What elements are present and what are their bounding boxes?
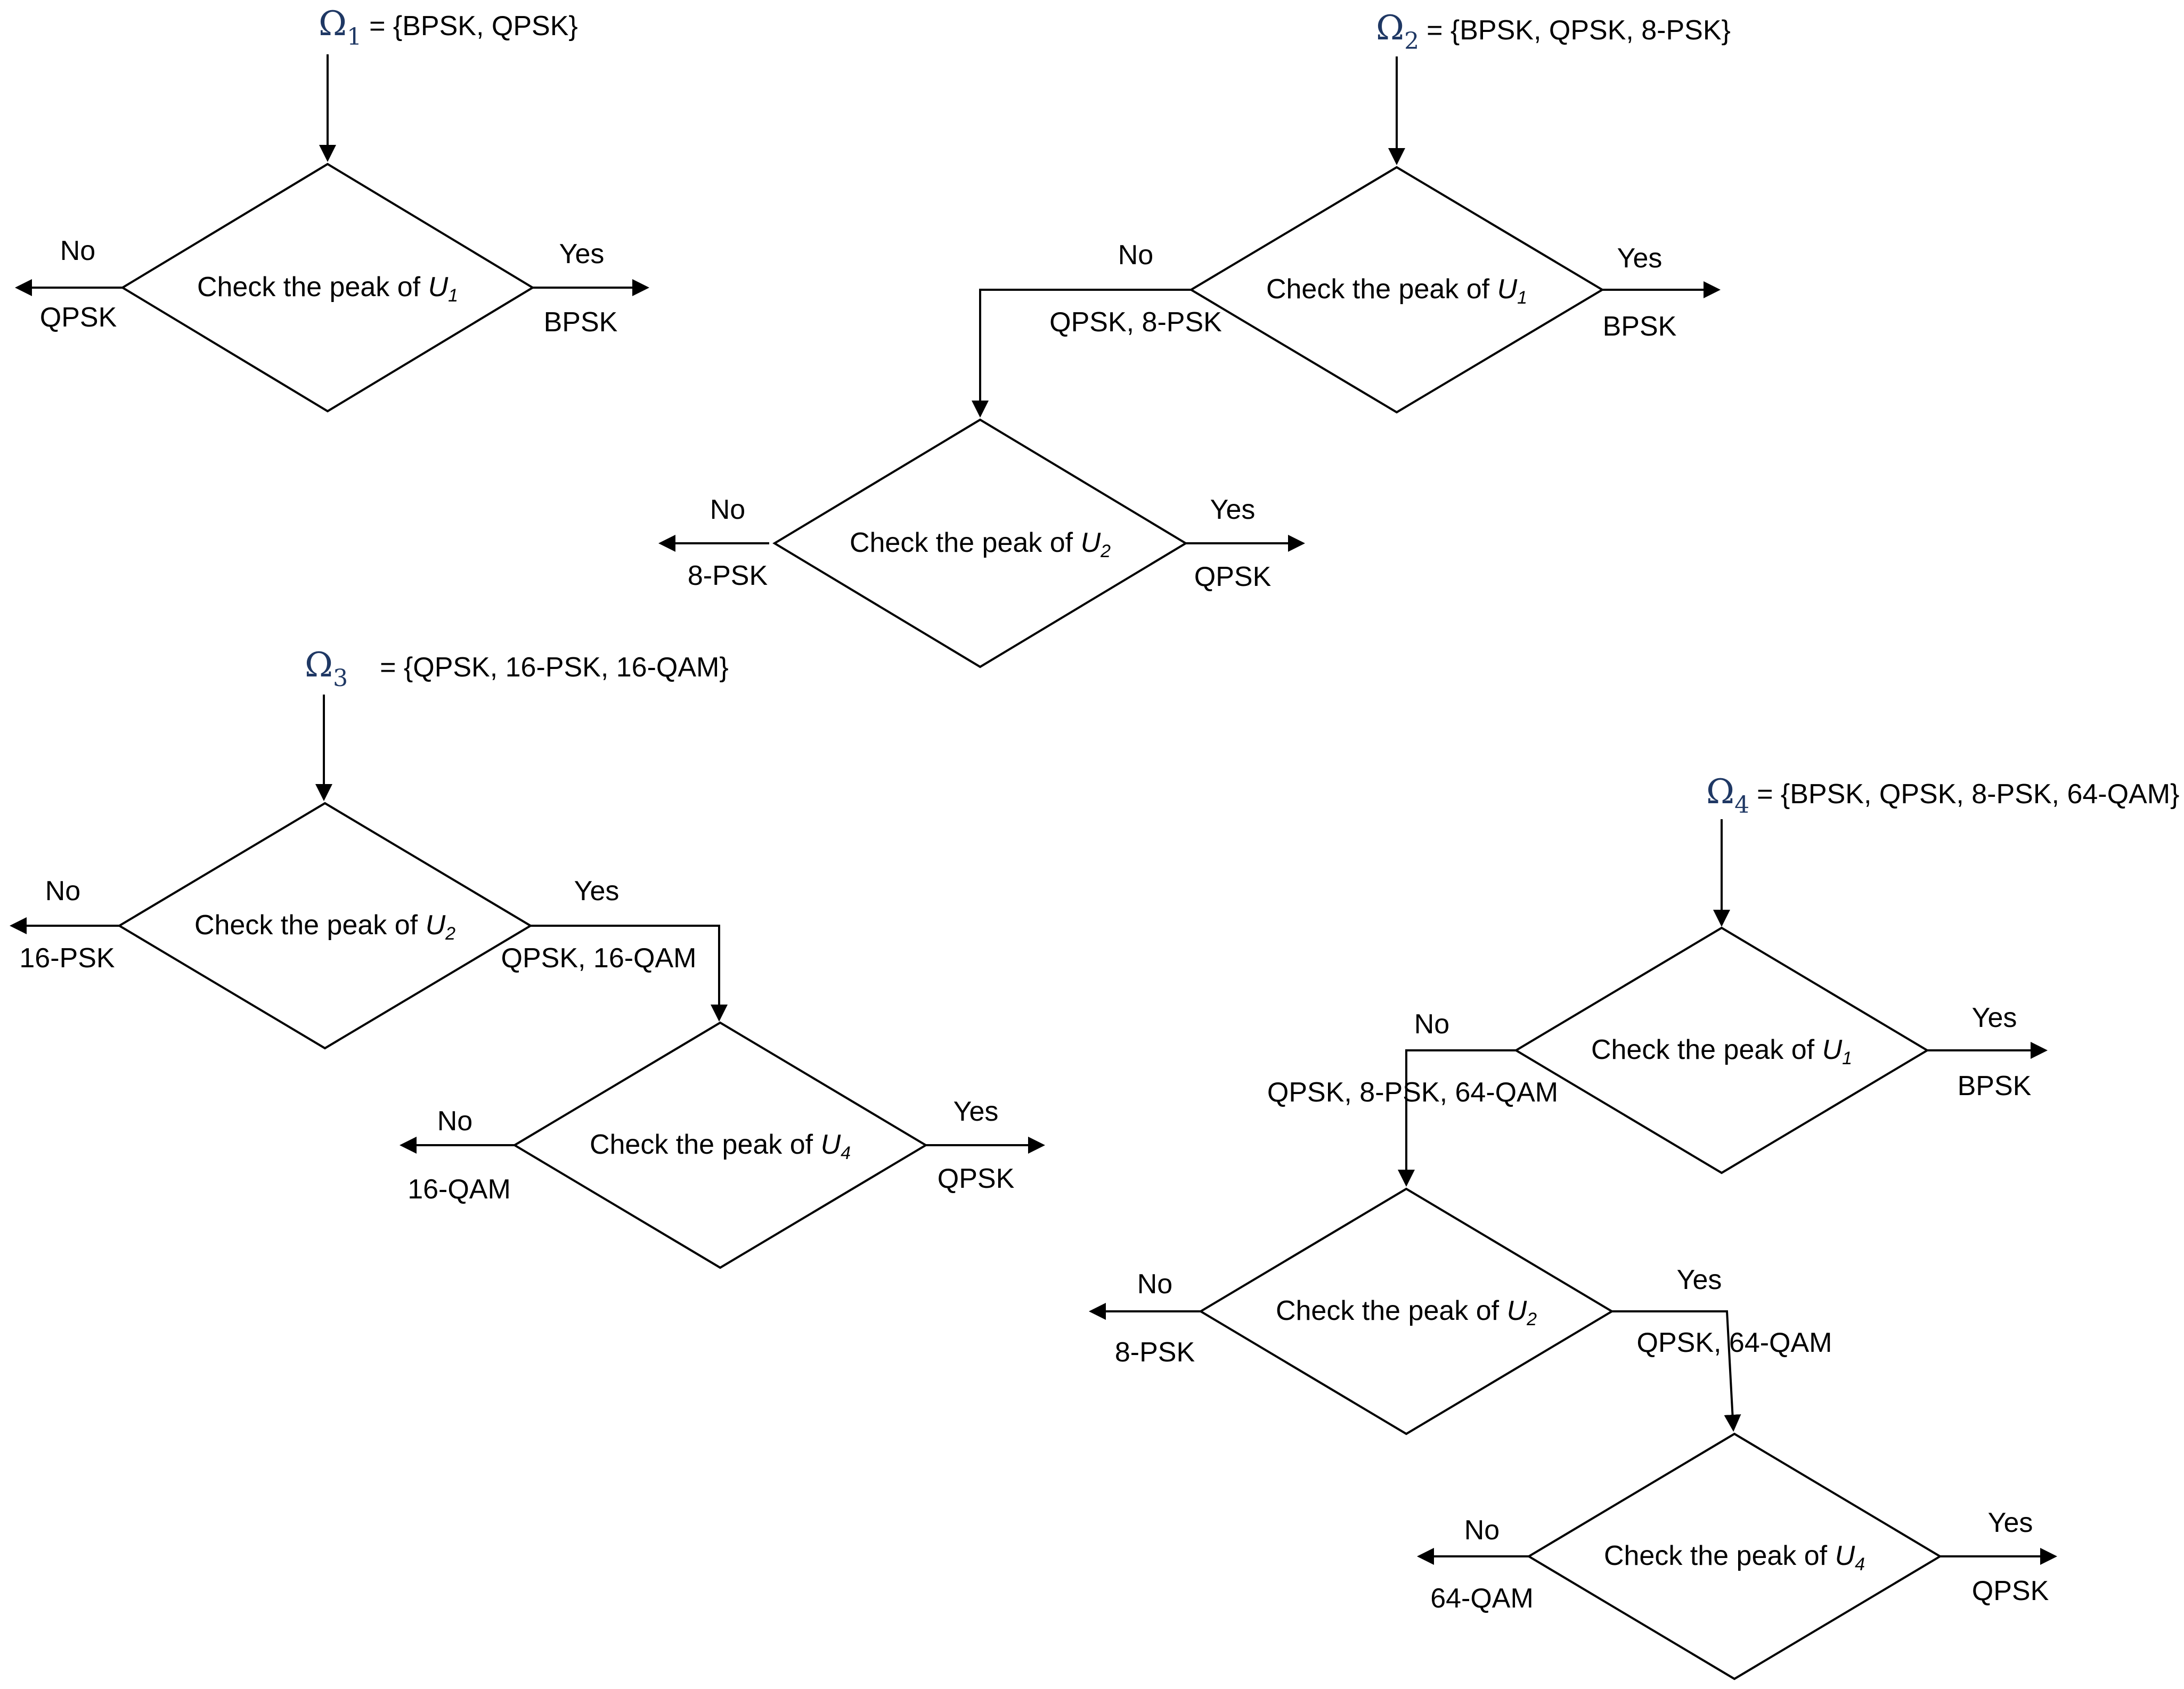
decision-variable: U: [1081, 527, 1101, 558]
no-label: No: [710, 494, 745, 525]
yes-label: Yes: [1210, 494, 1256, 525]
decision-label: Check the peak of U1: [197, 272, 458, 306]
no-connector-arrow: [972, 289, 1191, 418]
no-label: No: [1414, 1009, 1449, 1040]
decision-variable: U: [426, 910, 446, 941]
omega-2-header: Ω2 = {BPSK, QPSK, 8-PSK}: [1376, 9, 1731, 55]
decision-variable-index: 4: [841, 1143, 851, 1163]
decision-diamond: [1527, 1432, 1942, 1680]
omega-symbol: Ω: [1376, 9, 1404, 48]
decision-variable-index: 1: [448, 285, 458, 306]
yes-label: Yes: [574, 876, 620, 907]
decision-variable-index: 2: [1526, 1309, 1537, 1329]
omega-symbol: Ω: [305, 646, 333, 685]
no-connector-arrow: [1398, 1049, 1516, 1187]
decision-variable-index: 2: [1100, 541, 1111, 561]
decision-label: Check the peak of U1: [1591, 1034, 1852, 1068]
decision-variable-index: 2: [445, 924, 455, 944]
decision-diamond: [1514, 926, 1929, 1174]
decision-diamond: [1189, 166, 1604, 414]
decision-diamond: [1199, 1187, 1614, 1435]
no-result: 8-PSK: [1115, 1337, 1195, 1368]
no-result: 16-PSK: [19, 943, 115, 974]
decision-prefix: Check the peak of: [850, 527, 1081, 558]
no-result: 8-PSK: [688, 560, 768, 591]
yes-label: Yes: [1972, 1002, 2017, 1033]
decision-label: Check the peak of U4: [1604, 1540, 1865, 1574]
yes-result: QPSK: [1194, 561, 1272, 592]
decision-diamond: [120, 162, 535, 413]
decision-variable: U: [428, 272, 449, 303]
decision-prefix: Check the peak of: [1591, 1034, 1822, 1065]
omega-index: 1: [347, 23, 362, 51]
flowchart-omega-2: Ω2= {BPSK, QPSK, 8-PSK} Check the peak o…: [658, 9, 1731, 668]
yes-label: Yes: [559, 239, 605, 270]
omega-index: 4: [1734, 792, 1749, 819]
omega-symbol: Ω: [319, 4, 347, 44]
decision-variable: U: [821, 1129, 841, 1160]
flowchart-omega-4: Ω4= {BPSK, QPSK, 8-PSK, 64-QAM} Check th…: [1089, 772, 2179, 1680]
decision-prefix: Check the peak of: [1266, 274, 1497, 305]
no-result: QPSK, 8-PSK, 64-QAM: [1267, 1077, 1558, 1108]
omega-index: 2: [1404, 28, 1419, 55]
decision-prefix: Check the peak of: [1604, 1540, 1835, 1571]
decision-variable-index: 1: [1517, 288, 1527, 308]
decision-variable-index: 1: [1842, 1048, 1852, 1068]
decision-prefix: Check the peak of: [1276, 1295, 1507, 1326]
yes-result: QPSK, 16-QAM: [501, 943, 697, 974]
omega-3-header: Ω3 = {QPSK, 16-PSK, 16-QAM}: [305, 646, 729, 692]
yes-connector-arrow: [1612, 1310, 1741, 1432]
decision-prefix: Check the peak of: [590, 1129, 821, 1160]
omega-set: = {BPSK, QPSK}: [369, 11, 578, 42]
omega-symbol: Ω: [1706, 772, 1734, 812]
no-result: 16-QAM: [408, 1174, 511, 1205]
no-label: No: [1118, 240, 1153, 271]
flowchart-omega-3: Ω3 = {QPSK, 16-PSK, 16-QAM} Check the pea…: [10, 646, 1045, 1269]
decision-diamond: [117, 802, 533, 1050]
no-result: QPSK: [40, 302, 117, 333]
flowchart-omega-1: Ω1= {BPSK, QPSK} Check the peak of U1 Ye…: [15, 4, 649, 413]
decision-variable: U: [1822, 1034, 1843, 1065]
omega-index: 3: [333, 665, 348, 692]
yes-label: Yes: [1677, 1264, 1722, 1295]
no-label: No: [437, 1106, 472, 1137]
yes-label: Yes: [1617, 243, 1663, 274]
omega-1-header: Ω1= {BPSK, QPSK}: [319, 4, 578, 51]
decision-label: Check the peak of U2: [194, 910, 455, 944]
decision-label: Check the peak of U1: [1266, 274, 1527, 308]
decision-variable-index: 4: [1855, 1554, 1865, 1574]
no-result: 64-QAM: [1430, 1583, 1534, 1614]
yes-connector-arrow: [531, 925, 728, 1022]
yes-result: QPSK, 64-QAM: [1637, 1327, 1832, 1358]
yes-result: BPSK: [1958, 1071, 2032, 1101]
decision-prefix: Check the peak of: [194, 910, 426, 941]
decision-variable: U: [1497, 274, 1518, 305]
no-result: QPSK, 8-PSK: [1049, 307, 1222, 338]
decision-variable: U: [1507, 1295, 1527, 1326]
decision-label: Check the peak of U2: [1276, 1295, 1537, 1329]
omega-set: = {BPSK, QPSK, 8-PSK}: [1427, 15, 1731, 46]
decision-label: Check the peak of U2: [850, 527, 1111, 561]
no-label: No: [1137, 1269, 1172, 1300]
omega-set: = {BPSK, QPSK, 8-PSK, 64-QAM}: [1757, 779, 2179, 810]
yes-result: BPSK: [544, 307, 618, 338]
no-label: No: [45, 876, 80, 907]
no-label: No: [1464, 1515, 1500, 1546]
decision-variable: U: [1835, 1540, 1855, 1571]
decision-diamond: [772, 418, 1188, 668]
decision-prefix: Check the peak of: [197, 272, 428, 303]
yes-result: QPSK: [938, 1163, 1015, 1194]
no-label: No: [60, 235, 95, 266]
yes-label: Yes: [1988, 1507, 2033, 1538]
decision-diamond: [512, 1021, 928, 1269]
yes-label: Yes: [954, 1096, 999, 1127]
decision-label: Check the peak of U4: [590, 1129, 851, 1163]
omega-4-header: Ω4 = {BPSK, QPSK, 8-PSK, 64-QAM}: [1706, 772, 2179, 819]
yes-result: BPSK: [1603, 311, 1677, 342]
omega-set: = {QPSK, 16-PSK, 16-QAM}: [380, 652, 729, 683]
yes-result: QPSK: [1972, 1576, 2049, 1606]
